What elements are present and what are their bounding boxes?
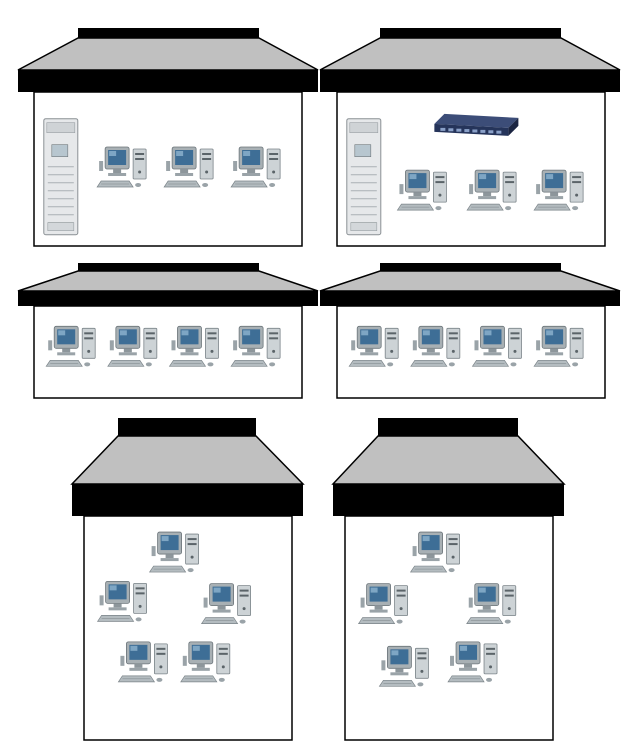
building-2 <box>319 28 621 247</box>
workstation-icon <box>96 580 147 622</box>
workstation-icon <box>45 325 96 367</box>
roof-band <box>18 70 318 92</box>
workstation-icon <box>180 641 231 683</box>
roof-slope <box>319 37 621 71</box>
roof-band <box>333 484 564 516</box>
workstation-icon <box>466 169 517 211</box>
roof-band <box>72 484 303 516</box>
workstation-icon <box>466 583 517 624</box>
roof-slope <box>319 270 621 292</box>
roof-cap <box>380 28 561 38</box>
roof-band <box>320 70 620 92</box>
workstation-icon <box>378 645 429 687</box>
roof-cap <box>78 28 259 38</box>
workstation-icon <box>96 146 147 188</box>
workstation-icon <box>533 169 584 211</box>
workstation-icon <box>168 325 219 367</box>
workstation-icon <box>410 325 461 367</box>
workstation-icon <box>357 583 409 624</box>
building-wall <box>33 305 303 399</box>
building-3 <box>17 263 319 399</box>
building-5 <box>70 418 305 741</box>
workstation-icon <box>348 325 399 367</box>
workstation-icon <box>230 325 281 367</box>
building-6 <box>331 418 566 741</box>
roof-slope <box>70 435 305 485</box>
workstation-icon <box>533 325 584 367</box>
roof-slope <box>17 270 319 292</box>
server-rack-icon <box>346 118 382 236</box>
workstation-icon <box>230 146 281 188</box>
workstation-icon <box>163 146 214 188</box>
workstation-icon <box>396 169 447 211</box>
roof-cap <box>380 263 561 271</box>
network-switch-icon <box>434 113 519 136</box>
workstation-icon <box>200 583 252 624</box>
building-wall <box>336 305 606 399</box>
roof-cap <box>78 263 259 271</box>
roof-band <box>320 291 620 306</box>
roof-slope <box>331 435 566 485</box>
roof-cap <box>378 418 518 436</box>
roof-band <box>18 291 318 306</box>
roof-slope <box>17 37 319 71</box>
workstation-icon <box>148 531 200 573</box>
workstation-icon <box>409 531 461 573</box>
building-1 <box>17 28 319 247</box>
workstation-icon <box>107 325 158 367</box>
workstation-icon <box>117 641 168 683</box>
workstation-icon <box>447 641 498 683</box>
workstation-icon <box>471 325 522 367</box>
building-4 <box>319 263 621 399</box>
server-rack-icon <box>43 118 79 236</box>
roof-cap <box>118 418 256 436</box>
